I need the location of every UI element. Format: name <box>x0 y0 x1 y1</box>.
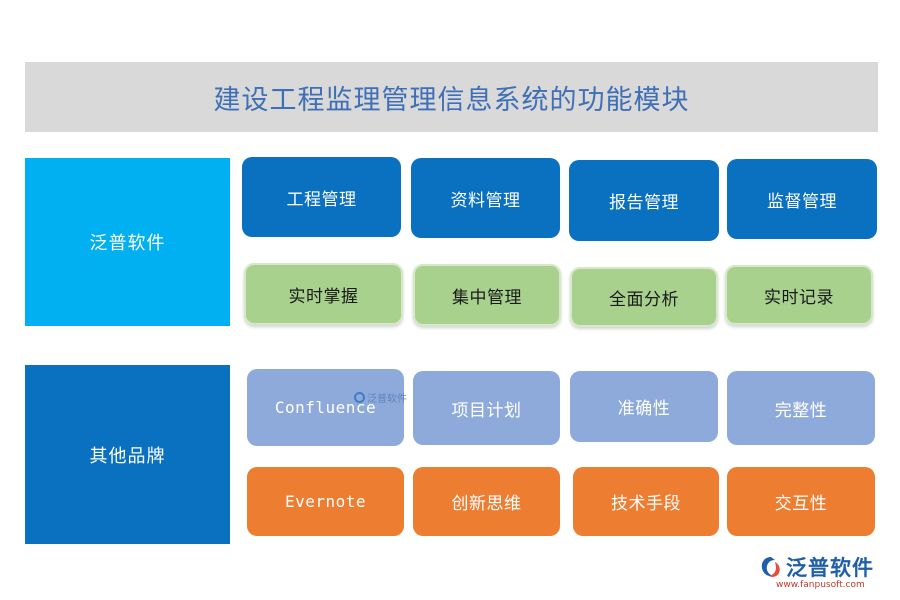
module-engineering-management: 工程管理 <box>242 157 401 237</box>
feature-comprehensive-analysis: 全面分析 <box>570 267 718 327</box>
feature-technical-means: 技术手段 <box>573 467 719 536</box>
brand-confluence: Confluence <box>247 369 404 446</box>
logo-url: www.fanpusoft.com <box>776 580 865 590</box>
watermark-text: 泛普软件 <box>367 394 407 405</box>
module-document-management: 资料管理 <box>411 158 560 238</box>
feature-realtime-record: 实时记录 <box>725 265 873 325</box>
group-label-fanpu: 泛普软件 <box>25 158 230 326</box>
watermark-logo-icon <box>354 392 365 403</box>
module-supervision-management: 监督管理 <box>727 159 877 239</box>
module-report-management: 报告管理 <box>569 160 719 241</box>
fanpu-logo-icon <box>761 557 780 577</box>
feature-innovative-thinking: 创新思维 <box>413 467 560 536</box>
brand-logo: 泛普软件 www.fanpusoft.com <box>758 552 888 592</box>
feature-centralized-management: 集中管理 <box>413 264 561 326</box>
feature-accuracy: 准确性 <box>570 371 718 442</box>
feature-realtime-grasp: 实时掌握 <box>244 263 403 325</box>
group-label-other: 其他品牌 <box>25 365 230 544</box>
brand-evernote: Evernote <box>247 467 404 536</box>
logo-name: 泛普软件 <box>786 556 874 580</box>
watermark: 泛普软件 <box>354 390 407 405</box>
diagram-title: 建设工程监理管理信息系统的功能模块 <box>25 62 878 132</box>
feature-project-plan: 项目计划 <box>413 371 560 445</box>
feature-interactivity: 交互性 <box>727 467 875 536</box>
feature-completeness: 完整性 <box>727 371 875 445</box>
